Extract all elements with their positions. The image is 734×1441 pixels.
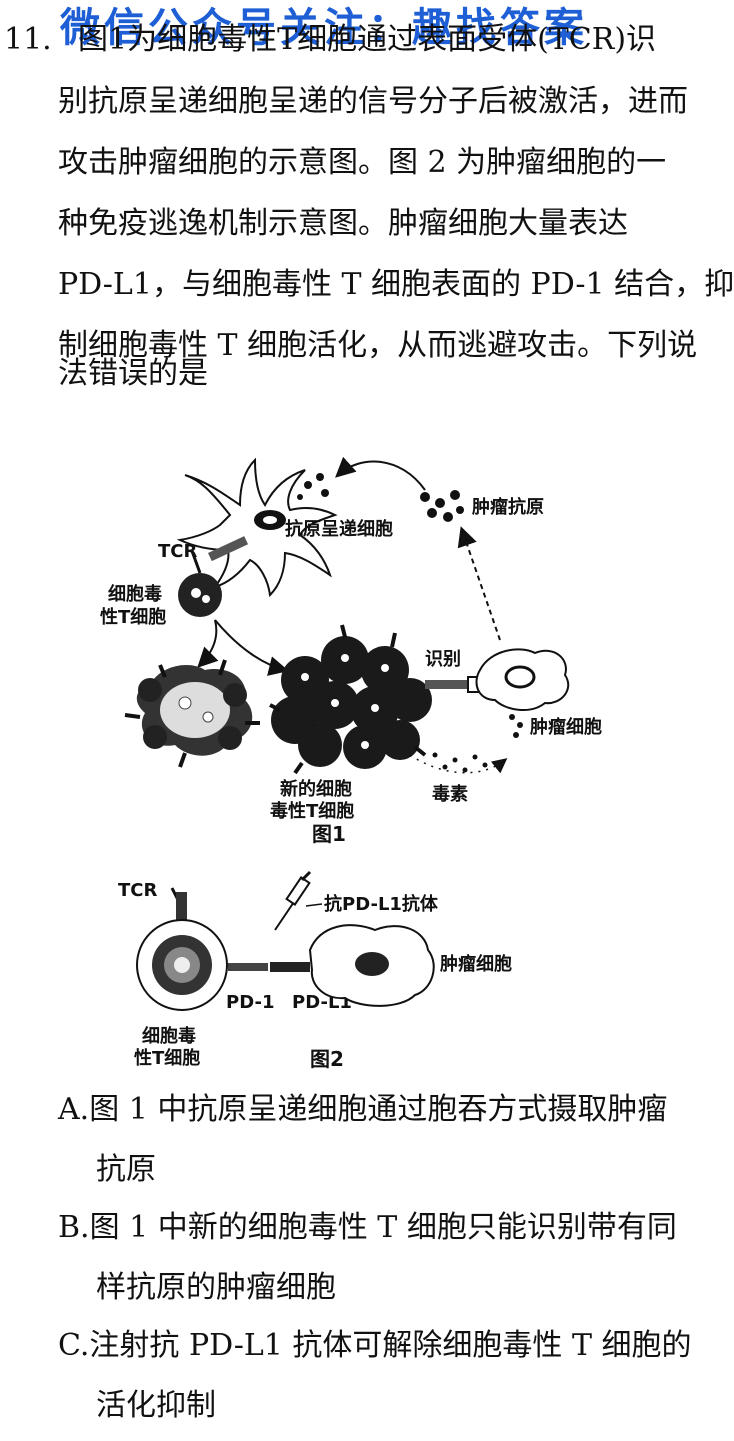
arrow-to-dead-tumor — [197, 619, 219, 668]
label-pd1: PD-1 — [226, 992, 274, 1013]
watermark: 微信公众号关注：趣找答案 — [60, 5, 588, 51]
option-a-letter: A. — [58, 1092, 90, 1127]
question-line-4: 种免疫逃逸机制示意图。肿瘤细胞大量表达 — [58, 206, 628, 241]
apc-cell-shape — [176, 457, 338, 598]
label-new-tcell-1: 新的细胞 — [280, 778, 352, 800]
label-tumor-cell-fig2: 肿瘤细胞 — [440, 953, 512, 975]
option-b-letter: B. — [58, 1210, 90, 1245]
antigen-dots-apc — [297, 473, 329, 500]
cytotoxic-t-cell-fig2 — [136, 919, 228, 1011]
option-b-line-2: 样抗原的肿瘤细胞 — [96, 1270, 336, 1305]
label-tcell-2: 性T细胞 — [100, 606, 166, 628]
tcr-receptor-fig2 — [176, 892, 187, 928]
question-line-3: 攻击肿瘤细胞的示意图。图 2 为肿瘤细胞的一 — [58, 145, 667, 180]
tumor-cell-fig2 — [308, 924, 435, 1007]
pdl1-ligand — [270, 962, 310, 972]
tumor-antigen-dots — [420, 490, 464, 522]
label-recognize: 识别 — [425, 649, 461, 670]
figure-2-caption: 图2 — [310, 1047, 344, 1071]
label-tcr-fig2: TCR — [118, 880, 157, 901]
label-apc: 抗原呈递细胞 — [285, 518, 393, 540]
option-c-line-1: C.注射抗 PD-L1 抗体可解除细胞毒性 T 细胞的 — [58, 1326, 692, 1366]
dying-tumor-cluster — [124, 659, 260, 768]
label-toxin: 毒素 — [432, 783, 468, 805]
label-tcell-1: 细胞毒 — [108, 583, 162, 605]
option-c-letter: C. — [58, 1328, 90, 1363]
arrow-antigen-to-apc — [335, 456, 426, 491]
question-line-6: 制细胞毒性 T 细胞活化，从而逃避攻击。下列说 — [58, 328, 698, 363]
question-line-5: PD-L1，与细胞毒性 T 细胞表面的 PD-1 结合，抑 — [58, 267, 734, 302]
cytotoxic-t-cell — [178, 573, 222, 617]
label-tcr-fig1: TCR — [158, 541, 197, 562]
option-a-text-1: 图 1 中抗原呈递细胞通过胞吞方式摄取肿瘤 — [89, 1092, 668, 1127]
label-tumor-antigen: 肿瘤抗原 — [472, 496, 544, 518]
label-new-tcell-2: 毒性T细胞 — [270, 800, 354, 822]
recognition-receptor — [425, 680, 467, 689]
label-tumor-cell-fig1: 肿瘤细胞 — [530, 716, 602, 738]
figure-1: 抗原呈递细胞 肿瘤抗原 TCR 细胞毒 性T细胞 — [100, 456, 602, 846]
question-line-1: 图1为细胞毒性T细胞通过表面受体(TCR)识 — [78, 22, 657, 57]
question-line-7: 法错误的是 — [58, 356, 208, 391]
figure-1-caption: 图1 — [312, 822, 346, 846]
arrow-tumor-to-antigen — [457, 526, 501, 641]
arrow-to-new-tcells — [214, 619, 289, 676]
tcr-receptor-fig1 — [207, 536, 249, 562]
new-tcell-cluster — [271, 636, 432, 769]
label-antibody: 抗PD-L1抗体 — [324, 893, 439, 915]
option-c-text-1: 注射抗 PD-L1 抗体可解除细胞毒性 T 细胞的 — [89, 1328, 692, 1363]
option-c-line-2: 活化抑制 — [96, 1388, 216, 1423]
option-a-line-2: 抗原 — [96, 1152, 156, 1187]
option-a-line-1: A.图 1 中抗原呈递细胞通过胞吞方式摄取肿瘤 — [58, 1090, 667, 1130]
label-tcell-fig2-2: 性T细胞 — [134, 1047, 200, 1069]
tumor-cell-fig1 — [475, 648, 570, 711]
option-b-text-1: 图 1 中新的细胞毒性 T 细胞只能识别带有同 — [89, 1210, 677, 1245]
label-tcell-fig2-1: 细胞毒 — [142, 1025, 196, 1047]
question-line-2: 别抗原呈递细胞呈递的信号分子后被激活，进而 — [58, 84, 688, 119]
syringe-icon — [274, 870, 312, 931]
pd1-receptor — [228, 963, 268, 971]
figure-2: TCR 细胞毒 性T细胞 PD-1 PD-L1 抗PD-L1抗体 肿瘤细胞 图2 — [118, 870, 512, 1071]
question-number: 11. — [4, 22, 52, 57]
option-b-line-1: B.图 1 中新的细胞毒性 T 细胞只能识别带有同 — [58, 1208, 677, 1248]
toxin-arc — [409, 754, 508, 774]
